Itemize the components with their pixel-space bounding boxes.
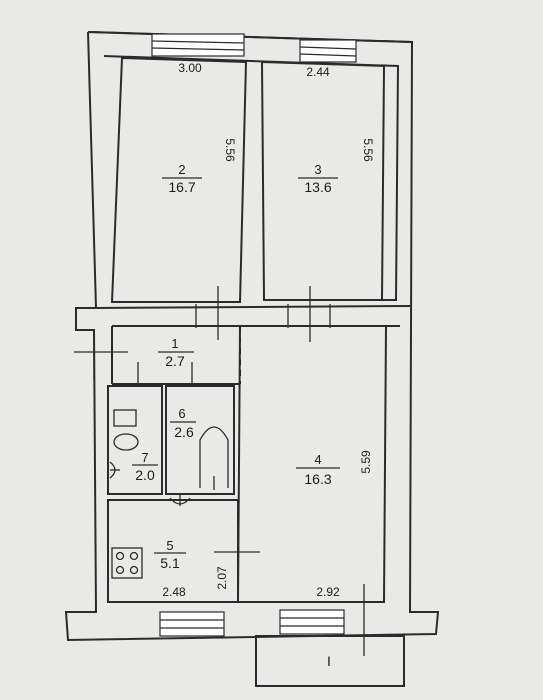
dim-room2-width: 3.00 <box>178 61 202 75</box>
balcony <box>255 635 405 687</box>
dim-room4-width: 2.92 <box>316 585 340 599</box>
room-3 <box>260 60 386 301</box>
dim-room5-length: 2.07 <box>215 566 229 590</box>
room-2 <box>110 56 248 303</box>
room-5-number: 5 <box>166 538 173 553</box>
room-1-area: 2.7 <box>165 353 185 369</box>
room-6 <box>165 362 235 495</box>
room-3-area: 13.6 <box>304 179 331 195</box>
room-3-label: 3 13.6 <box>298 162 338 195</box>
room-6-area: 2.6 <box>174 424 194 440</box>
dim-room4-length: 5.59 <box>359 450 373 474</box>
mid-partition <box>95 286 411 342</box>
dim-room3-length: 5.56 <box>361 138 375 162</box>
room-7-label: 7 2.0 <box>132 450 158 483</box>
room-6-number: 6 <box>178 406 185 421</box>
balcony-label: I <box>327 653 331 669</box>
room-5-area: 5.1 <box>160 555 180 571</box>
room-5-label: 5 5.1 <box>154 538 186 571</box>
room-7 <box>107 362 163 495</box>
room-1-label: 1 2.7 <box>158 336 194 369</box>
top-window-room2 <box>151 33 245 57</box>
room-2-area: 16.7 <box>168 179 195 195</box>
dim-room3-width: 2.44 <box>306 65 330 79</box>
dim-room2-length: 5.56 <box>223 138 237 162</box>
room-5 <box>107 494 260 603</box>
room-2-number: 2 <box>178 162 185 177</box>
room-6-label: 6 2.6 <box>170 406 196 440</box>
bottom-window-room5 <box>159 611 225 637</box>
dim-room5-width: 2.48 <box>162 585 186 599</box>
room-4-area: 16.3 <box>304 471 331 487</box>
room-4-number: 4 <box>314 452 321 467</box>
room-7-area: 2.0 <box>135 467 155 483</box>
outer-walls <box>64 31 440 642</box>
room-1 <box>74 326 240 385</box>
bottom-window-room4 <box>279 584 365 656</box>
top-window-room3 <box>299 39 357 63</box>
room-3-number: 3 <box>314 162 321 177</box>
room-7-number: 7 <box>141 450 148 465</box>
room-4-label: 4 16.3 <box>296 452 340 487</box>
room-2-label: 2 16.7 <box>162 162 202 195</box>
room-1-number: 1 <box>171 336 178 351</box>
